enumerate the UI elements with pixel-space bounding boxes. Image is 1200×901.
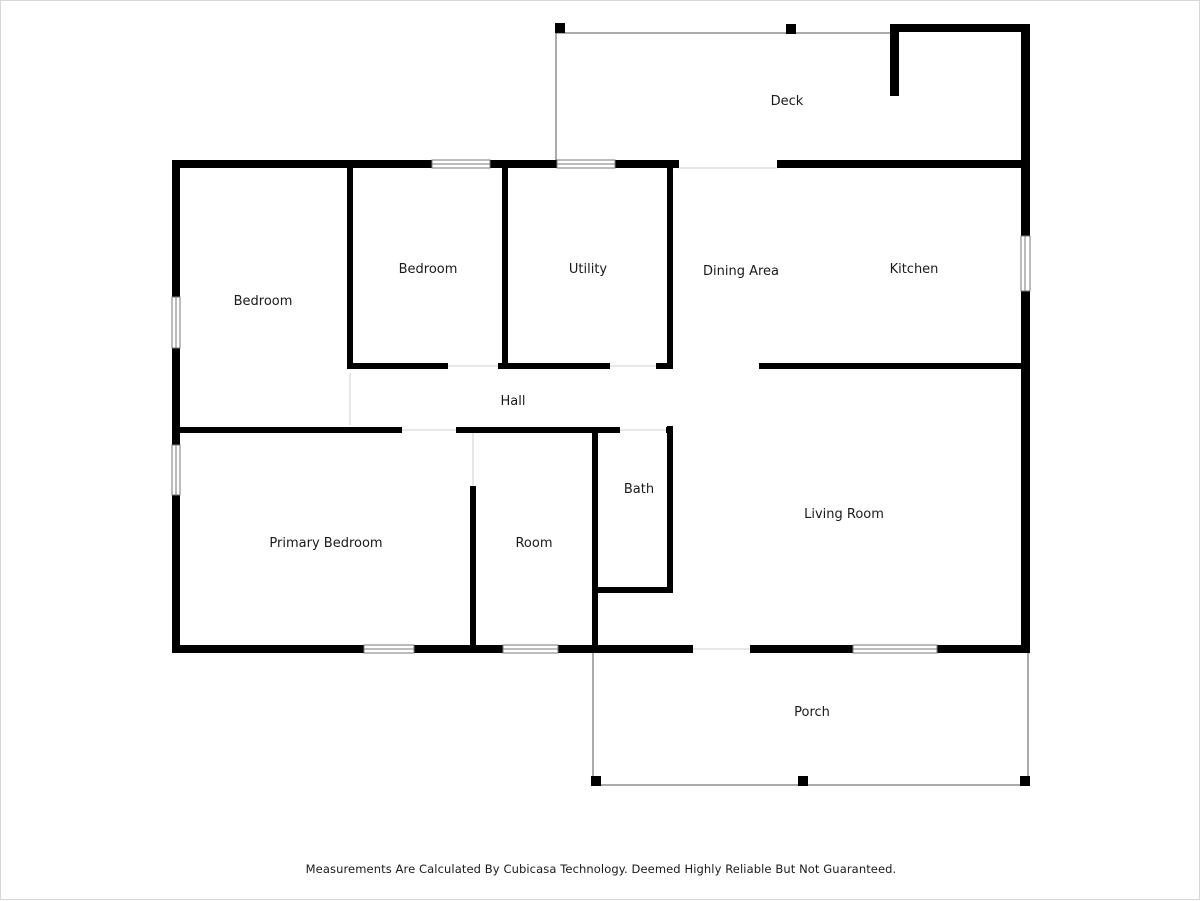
porch-post-left bbox=[591, 776, 601, 786]
wall-kitchen-living bbox=[759, 363, 1026, 369]
windows bbox=[171, 159, 1031, 654]
wall-bath-bottom bbox=[592, 587, 673, 593]
wall-hall-top-2 bbox=[498, 363, 610, 369]
wall-bath-right bbox=[667, 426, 673, 593]
label-primary-bedroom: Primary Bedroom bbox=[269, 536, 382, 551]
door-openings bbox=[349, 365, 750, 650]
wall-hall-bottom-3 bbox=[666, 427, 673, 433]
label-porch: Porch bbox=[794, 705, 830, 720]
wall-utility-left bbox=[502, 164, 508, 369]
label-dining-area: Dining Area bbox=[703, 264, 779, 279]
label-living-room: Living Room bbox=[804, 507, 884, 522]
wall-deck-stub bbox=[890, 24, 899, 96]
label-bedroom-top: Bedroom bbox=[399, 262, 458, 277]
window-top-utility bbox=[556, 159, 616, 169]
label-kitchen: Kitchen bbox=[890, 262, 939, 277]
porch-post-right bbox=[1020, 776, 1030, 786]
wall-room-bath-divider bbox=[592, 430, 598, 649]
wall-bedroom-divider bbox=[347, 164, 353, 369]
label-deck: Deck bbox=[771, 94, 804, 109]
window-bottom-room bbox=[502, 644, 559, 654]
wall-utility-right bbox=[667, 164, 673, 369]
label-bath: Bath bbox=[624, 482, 654, 497]
wall-left-3 bbox=[172, 495, 180, 653]
label-utility: Utility bbox=[569, 262, 608, 277]
wall-left-2 bbox=[172, 348, 180, 445]
walls bbox=[172, 24, 1030, 653]
wall-bottom-2 bbox=[414, 645, 503, 653]
wall-bottom-5 bbox=[937, 645, 1030, 653]
wall-hall-bottom-2 bbox=[456, 427, 620, 433]
window-bottom-living bbox=[852, 644, 938, 654]
wall-primary-room-divider bbox=[470, 486, 476, 649]
wall-hall-bottom-1 bbox=[176, 427, 402, 433]
wall-right-upper bbox=[1021, 24, 1030, 236]
wall-left-1 bbox=[172, 160, 180, 297]
wall-top-2 bbox=[490, 160, 557, 168]
porch-post-middle bbox=[798, 776, 808, 786]
wall-bottom-1 bbox=[172, 645, 364, 653]
disclaimer-text: Measurements Are Calculated By Cubicasa … bbox=[305, 862, 897, 876]
label-hall: Hall bbox=[501, 394, 526, 409]
deck-post-left bbox=[555, 23, 565, 33]
wall-right-lower bbox=[1021, 291, 1030, 653]
wall-hall-top-1 bbox=[347, 363, 448, 369]
window-right-kitchen bbox=[1020, 235, 1031, 292]
wall-bottom-3 bbox=[558, 645, 693, 653]
posts bbox=[555, 23, 1030, 786]
window-bottom-primary bbox=[363, 644, 415, 654]
outline-lines bbox=[555, 32, 1029, 786]
window-top-bedroom bbox=[431, 159, 491, 169]
wall-top-4 bbox=[777, 160, 1023, 168]
window-left-bedroom bbox=[171, 296, 181, 349]
deck-post-middle bbox=[786, 24, 796, 34]
room-labels: Deck Bedroom Bedroom Utility Dining Area… bbox=[234, 94, 939, 720]
wall-top-1 bbox=[172, 160, 432, 168]
wall-deck-top bbox=[890, 24, 1030, 32]
label-room: Room bbox=[515, 536, 552, 551]
wall-top-3 bbox=[615, 160, 679, 168]
wall-bottom-4 bbox=[750, 645, 853, 653]
wall-hall-top-3 bbox=[656, 363, 673, 369]
window-left-primary bbox=[171, 444, 181, 496]
label-bedroom-left: Bedroom bbox=[234, 294, 293, 309]
